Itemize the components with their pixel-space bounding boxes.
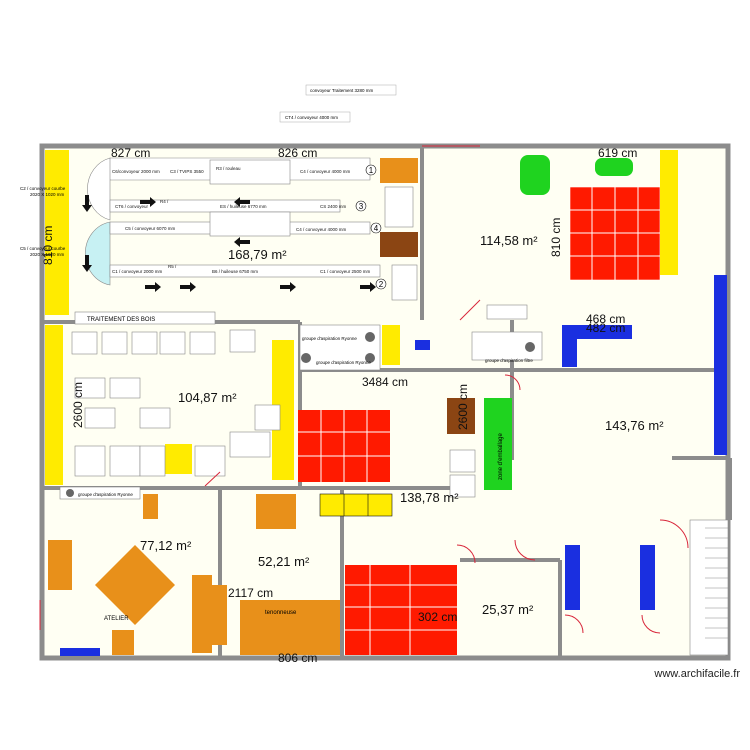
conveyor-treatment-label: convoyeur Traitement 3280 mm xyxy=(310,88,374,93)
conveyor-label: C3 / TVIPS 3550 xyxy=(170,169,204,174)
dimension-label: 482 cm xyxy=(586,321,625,335)
doors xyxy=(39,145,689,634)
conveyor-label: ES / huileuse 6770 mm xyxy=(220,204,267,209)
dimension-label: 810 cm xyxy=(41,226,55,265)
dimension-label: 827 cm xyxy=(111,146,150,160)
tenonneuse-label: tenonneuse xyxy=(265,610,297,616)
yellow-zone-left xyxy=(45,150,69,315)
forklift-2 xyxy=(595,158,633,176)
conveyor-label: C1 / convoyeur 2500 mm xyxy=(320,269,371,274)
curve-conveyor-c2 xyxy=(87,157,111,221)
c5-dim-label: 2020 X 1020 mm xyxy=(30,252,65,257)
conveyor-label: R5 / xyxy=(168,264,177,269)
c2-dim-label: 2020 X 1020 mm xyxy=(30,192,65,197)
aspiration-label-3: groupe d'aspiration filtre xyxy=(485,358,533,363)
packaging-zone-label: zone d'emballage xyxy=(498,432,504,480)
dimension-label: 468 cm xyxy=(586,312,625,326)
dimension-label: 2117 cm xyxy=(228,586,273,600)
circle-number-2: 2 xyxy=(379,280,384,289)
stair-steps xyxy=(705,527,728,639)
conveyor-label: R4 / xyxy=(160,199,169,204)
storage-room-top-right xyxy=(486,150,678,320)
outer-walls xyxy=(39,143,731,661)
circle-number-4: 4 xyxy=(374,224,379,233)
dimension-label: 302 cm xyxy=(418,610,457,624)
circle-number-3: 3 xyxy=(359,202,364,211)
packaging-zone xyxy=(484,398,512,490)
area-label: 52,21 m² xyxy=(258,554,310,569)
blue-racks xyxy=(60,275,727,656)
storage-bottom xyxy=(48,486,457,655)
area-label: 143,76 m² xyxy=(605,418,664,433)
aspiration-label-4: groupe d'aspiration Ryonne xyxy=(78,492,133,497)
dimension-label: 3484 cm xyxy=(362,375,408,389)
area-label: 114,58 m² xyxy=(480,233,538,248)
tenonneuse-machine xyxy=(240,600,340,655)
conveyor-zone: 1 2 3 4 xyxy=(45,150,418,315)
conveyor-label: CT6 / convoyeur xyxy=(115,204,149,209)
conveyor-labels: C6/convoyeur 2000 mm C3 / TVIPS 3550 R3 … xyxy=(112,166,371,274)
dimension-label: 826 cm xyxy=(278,146,317,160)
traitement-label: TRAITEMENT DES BOIS xyxy=(87,317,155,323)
area-label: 104,87 m² xyxy=(178,390,237,405)
conveyor-label: C4 / convoyeur 4000 mm xyxy=(300,169,351,174)
aspiration-label-1: groupe d'aspiration Ryonne xyxy=(302,336,357,341)
circle-number-1: 1 xyxy=(369,166,374,175)
atelier-label: ATELIER xyxy=(104,616,129,622)
wood-treatment-zone xyxy=(45,311,476,498)
conveyor-label: CS 2400 mm xyxy=(320,204,347,209)
dimension-label: 2600 cm xyxy=(456,384,470,430)
watermark: www.archifacile.fr xyxy=(654,668,740,680)
conveyor-label: C6/convoyeur 2000 mm xyxy=(112,169,160,174)
c2-label: C2 / convoyeur courbe xyxy=(20,186,66,191)
aspiration-label-2: groupe d'aspiration Ryonne xyxy=(316,360,371,365)
brown-machine xyxy=(380,232,418,257)
storage-middle xyxy=(298,331,543,517)
conveyor-label: C1 / convoyeur 2000 mm xyxy=(112,269,163,274)
area-label: 168,79 m² xyxy=(228,247,287,262)
dimension-label: 806 cm xyxy=(278,651,317,665)
stair xyxy=(689,519,729,656)
diamond-table xyxy=(95,545,175,625)
conveyor-label: B6 / huileuse 6750 mm xyxy=(212,269,258,274)
orange-machine-1 xyxy=(380,158,418,183)
flow-arrows xyxy=(82,195,376,292)
c5-label: C5 / convoyeur courbe xyxy=(20,246,66,251)
forklift-1 xyxy=(520,155,550,195)
dimension-label: 619 cm xyxy=(598,146,637,160)
ct4-label: CT4 / convoyeur 4000 mm xyxy=(285,115,338,120)
dimension-label: 810 cm xyxy=(549,218,563,257)
area-label: 77,12 m² xyxy=(140,538,192,553)
dimension-label: 2600 cm xyxy=(71,382,85,428)
conveyor-label: C5 / convoyeur 6070 mm xyxy=(125,226,176,231)
area-label: 138,78 m² xyxy=(400,490,459,505)
conveyor-label: R3 / rouleau xyxy=(216,166,241,171)
area-label: 25,37 m² xyxy=(482,602,534,617)
conveyor-label: C4 / convoyeur 4000 mm xyxy=(296,227,347,232)
